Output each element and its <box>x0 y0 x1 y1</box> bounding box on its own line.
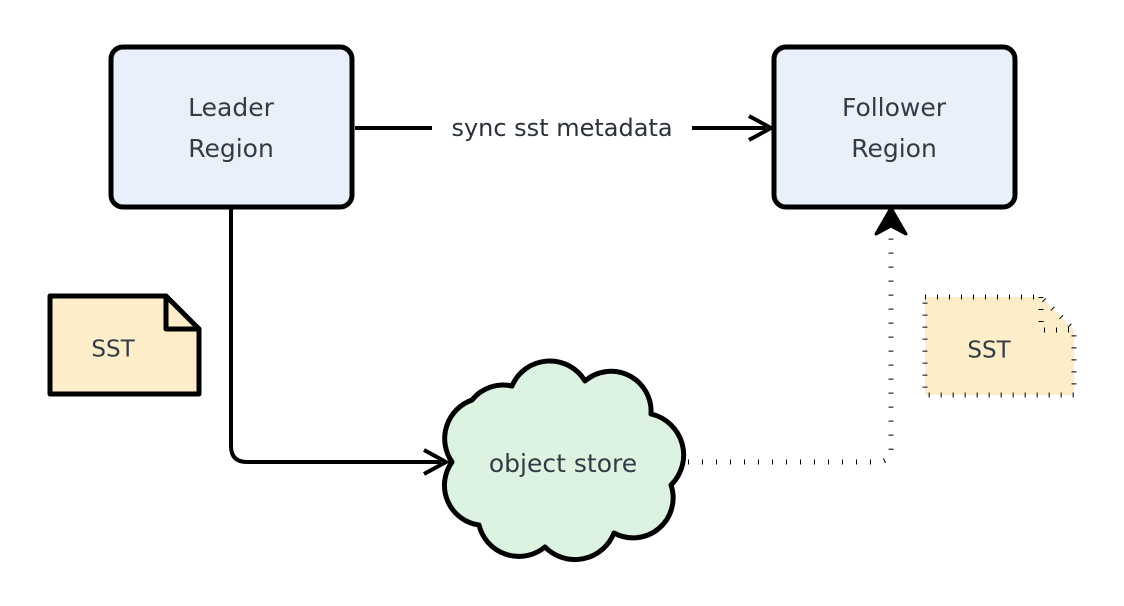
edge-leader-to-object-store-line <box>229 209 441 464</box>
sst-leader-document-body[interactable] <box>47 293 202 397</box>
follower-region-label-line2: Region <box>851 134 937 163</box>
leader-region-label-line1: Leader <box>188 93 274 122</box>
edge-label-sync-sst-metadata: sync sst metadata <box>451 114 672 142</box>
node-leader-region[interactable]: Leader Region <box>108 44 355 210</box>
edge-leader-to-object-store <box>229 209 451 476</box>
edge-object-store-to-follower-arrowhead <box>874 206 908 236</box>
node-object-store[interactable]: object store <box>441 358 687 563</box>
sst-follower-document-fill[interactable] <box>925 297 1074 395</box>
leader-region-box[interactable] <box>108 44 355 210</box>
edge-object-store-to-follower <box>688 206 908 465</box>
node-sst-follower[interactable]: SST <box>922 294 1077 398</box>
edge-object-store-to-follower-line <box>688 228 894 465</box>
sst-leader-label: SST <box>91 337 135 363</box>
sst-leader-folded-corner <box>163 293 202 332</box>
node-sst-leader[interactable]: SST <box>47 293 202 397</box>
edge-leader-to-follower: sync sst metadata <box>355 114 776 142</box>
follower-region-box[interactable] <box>771 44 1018 210</box>
sst-follower-document-outline <box>922 294 1077 398</box>
object-store-label: object store <box>489 449 637 478</box>
edge-leader-to-follower-arrowhead <box>748 114 776 142</box>
edge-leader-to-object-store-arrowhead <box>423 448 451 476</box>
sst-follower-label: SST <box>967 338 1011 364</box>
node-follower-region[interactable]: Follower Region <box>771 44 1018 210</box>
leader-region-label-line2: Region <box>188 134 274 163</box>
object-store-cloud-shape[interactable] <box>441 358 687 563</box>
follower-region-label-line1: Follower <box>842 93 947 122</box>
